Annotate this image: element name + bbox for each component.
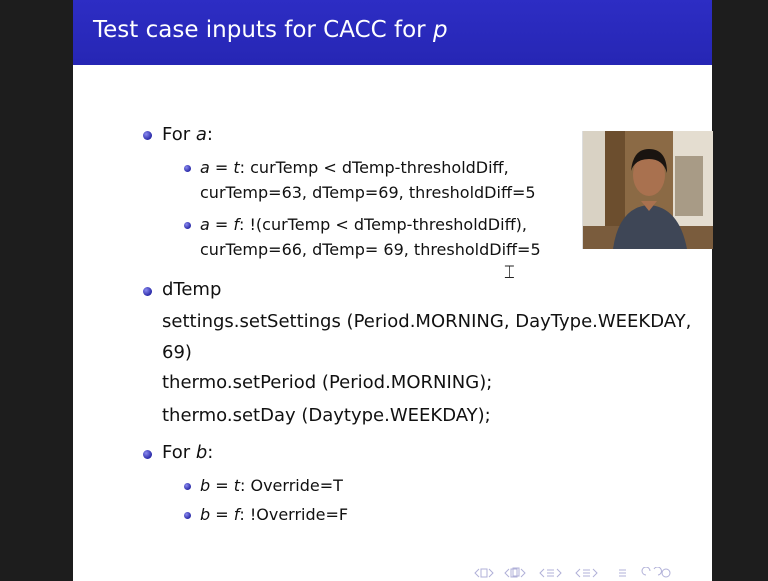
for-b-label: For b: xyxy=(162,442,213,463)
presenter-video xyxy=(582,131,713,249)
title-variable: p xyxy=(432,17,448,43)
for-b-suffix: : xyxy=(207,442,214,463)
title-text: Test case inputs for CACC for xyxy=(93,17,433,43)
bullet-b-false xyxy=(184,512,191,519)
code-line-4: thermo.setDay (Daytype.WEEKDAY); xyxy=(162,405,491,426)
bullet-b-true xyxy=(184,483,191,490)
a-true-rest: : curTemp < dTemp-thresholdDiff, xyxy=(239,158,509,177)
b-false-rest: : !Override=F xyxy=(239,505,349,524)
bullet-for-b xyxy=(143,450,152,459)
b-true-line: b = t: Override=T xyxy=(200,476,343,495)
a-true-lhs: a = t xyxy=(200,158,240,177)
slide-title-bar: Test case inputs for CACC for p xyxy=(73,0,712,65)
for-a-suffix: : xyxy=(206,124,213,145)
a-false-values: curTemp=66, dTemp= 69, thresholdDiff=5 xyxy=(200,240,541,259)
code-line-3: thermo.setPeriod (Period.MORNING); xyxy=(162,372,493,393)
bullet-dtemp xyxy=(143,287,152,296)
bullet-for-a xyxy=(143,131,152,140)
code-line-1: settings.setSettings (Period.MORNING, Da… xyxy=(162,311,692,332)
dtemp-label: dTemp xyxy=(162,279,222,300)
for-a-prefix: For xyxy=(162,124,196,145)
b-true-lhs: b = t xyxy=(200,476,241,495)
code-line-2: 69) xyxy=(162,342,192,363)
a-false-lhs: a = f xyxy=(200,215,240,234)
text-cursor-icon: ⌶ xyxy=(504,262,515,283)
for-a-label: For a: xyxy=(162,124,213,145)
a-true-line: a = t: curTemp < dTemp-thresholdDiff, xyxy=(200,158,509,177)
slide: Test case inputs for CACC for p For a: a… xyxy=(73,0,712,581)
b-false-line: b = f: !Override=F xyxy=(200,505,348,524)
b-true-rest: : Override=T xyxy=(240,476,343,495)
for-b-prefix: For xyxy=(162,442,196,463)
slide-title: Test case inputs for CACC for p xyxy=(93,17,448,43)
for-a-var: a xyxy=(195,124,207,145)
beamer-navigation-icons[interactable] xyxy=(474,567,704,579)
for-b-var: b xyxy=(195,442,208,463)
b-false-lhs: b = f xyxy=(200,505,240,524)
presenter-video-image xyxy=(583,131,713,249)
bullet-a-false xyxy=(184,222,191,229)
a-false-line: a = f: !(curTemp < dTemp-thresholdDiff), xyxy=(200,215,527,234)
bullet-a-true xyxy=(184,165,191,172)
a-false-rest: : !(curTemp < dTemp-thresholdDiff), xyxy=(239,215,527,234)
a-true-values: curTemp=63, dTemp=69, thresholdDiff=5 xyxy=(200,183,536,202)
